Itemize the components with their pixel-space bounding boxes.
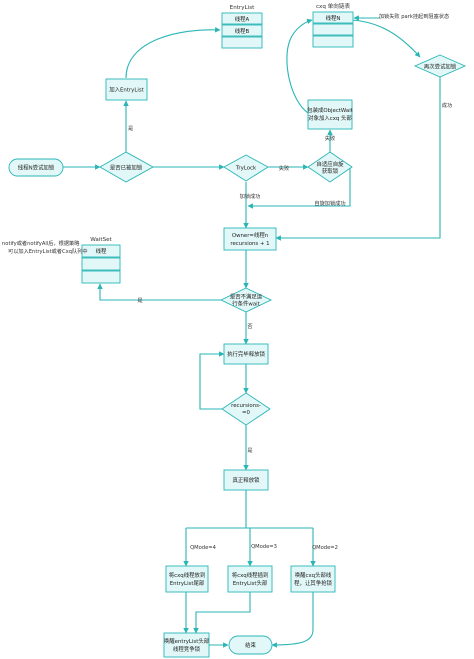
node-end-label: 结束 xyxy=(245,641,256,649)
label-no-1: 否 xyxy=(247,323,252,330)
label-lock-success: 加锁成功 xyxy=(240,192,261,200)
waitset-group: WaitSet 线程 xyxy=(81,237,121,284)
edge-qm2-to-end xyxy=(271,592,314,648)
entrylist-item-1-label: 线程B xyxy=(235,27,250,35)
node-park-retry xyxy=(413,54,467,78)
node-unmet xyxy=(219,287,273,313)
label-spin-success: 自旋加锁成功 xyxy=(314,199,345,207)
node-wrap xyxy=(307,99,353,130)
node-real-release xyxy=(223,469,269,491)
node-qmode3-label-1: EntryList头部 xyxy=(233,579,268,587)
label-fail-1: 失败 xyxy=(279,164,289,172)
entrylist-item-1 xyxy=(221,24,263,37)
waitset-title: WaitSet xyxy=(90,237,112,243)
node-start-label: 线程N尝试加锁 xyxy=(18,164,55,172)
edge-retry-to-owner xyxy=(275,75,441,241)
node-qmode4-label-1: EntryList尾部 xyxy=(170,579,205,587)
node-owner xyxy=(223,227,277,251)
label-park-fail: 加锁失败 park挂起到阻塞状态 xyxy=(379,12,449,20)
node-qmode4-label-0: 将cxq线程放到 xyxy=(169,571,206,579)
entrylist-item-0-label: 线程A xyxy=(235,15,250,23)
node-exec-release-label: 执行完毕释放锁 xyxy=(227,350,265,358)
node-spin-label-1: 获取锁 xyxy=(322,167,339,175)
node-recursions-label-1: =0 xyxy=(242,410,251,416)
waitset-item-2 xyxy=(81,270,121,284)
entrylist-group: EntryList 线程A 线程B xyxy=(221,5,263,49)
label-yes-2: 是 xyxy=(137,297,142,304)
node-qmode2 xyxy=(290,565,336,593)
node-has-lock xyxy=(99,151,154,183)
edge-recursions-loop xyxy=(199,351,225,410)
edge-qm3-to-wake xyxy=(193,592,251,634)
label-qm3: QMode=3 xyxy=(251,544,277,550)
node-owner-label-0: Owner=线程n xyxy=(232,231,268,239)
cxq-title: cxq 单向链表 xyxy=(316,2,350,10)
edge-cxq-to-retry xyxy=(351,19,421,58)
label-success: 成功 xyxy=(442,101,452,109)
waitset-item-0-label: 线程 xyxy=(96,247,107,255)
node-qmode2-label-1: 程，让其争抢锁 xyxy=(294,579,332,587)
node-unmet-label-0: 是否不满足运 xyxy=(230,293,263,301)
node-recursions xyxy=(221,392,271,426)
label-qm2: QMode=2 xyxy=(312,545,338,551)
node-exec-release xyxy=(223,343,269,365)
node-qmode4 xyxy=(165,565,209,593)
node-qmode3 xyxy=(227,565,273,593)
edge-labels: 是 失败 失败 加锁成功 自旋加锁成功 加锁失败 park挂起到阻塞状态 成功 … xyxy=(2,12,452,551)
label-yes-3: 是 xyxy=(247,447,252,454)
cxq-item-1 xyxy=(312,23,354,36)
entrylist-title: EntryList xyxy=(230,5,255,11)
node-end xyxy=(228,635,273,655)
node-trylock xyxy=(223,154,269,182)
node-unmet-label-1: 行条件wait xyxy=(232,300,260,308)
node-trylock-label: TryLock xyxy=(235,166,257,172)
label-notify-1: 可以加入EntryList或者Cxq队列中 xyxy=(8,247,88,255)
waitset-item-1 xyxy=(81,257,121,271)
edge-join-to-entrylist xyxy=(125,27,221,79)
waitset-item-0 xyxy=(81,244,121,258)
node-wrap-label-1: 对象加入cxq 头部 xyxy=(308,114,352,122)
node-wrap-label-0: 包装成ObjectWait xyxy=(307,106,353,114)
cxq-item-0-label: 线程N xyxy=(326,14,341,22)
node-wake-entry xyxy=(163,632,210,658)
label-notify-0: notify或者notifyAll后，根据策略 xyxy=(2,239,80,247)
node-join-entry xyxy=(105,78,148,101)
node-spin xyxy=(307,151,353,183)
node-park-retry-label: 再次尝试加锁 xyxy=(424,63,457,71)
cxq-item-2 xyxy=(312,35,354,48)
edge-wrap-to-cxq xyxy=(286,18,313,114)
entrylist-item-0 xyxy=(221,12,263,25)
edges xyxy=(63,15,441,648)
node-join-entry-label: 加入EntryList xyxy=(109,86,144,94)
node-start xyxy=(8,158,64,177)
node-owner-label-1: recursions + 1 xyxy=(230,241,269,247)
node-real-release-label: 真正释放锁 xyxy=(233,476,261,484)
node-wake-entry-label-1: 线程竞争锁 xyxy=(173,645,201,653)
label-qm4: QMode=4 xyxy=(190,545,217,551)
node-recursions-label-0: recursions- xyxy=(231,403,261,409)
label-fail-2: 失败 xyxy=(325,134,335,142)
cxq-group: cxq 单向链表 线程N xyxy=(312,2,354,48)
label-yes-1: 是 xyxy=(128,125,133,132)
cxq-item-0 xyxy=(312,11,354,24)
edge-unmet-to-waitset xyxy=(97,283,223,301)
node-qmode2-label-0: 唤醒cxq头部线 xyxy=(295,571,332,579)
entrylist-item-2 xyxy=(221,36,263,49)
node-wake-entry-label-0: 唤醒entryList头部 xyxy=(164,637,210,645)
node-has-lock-label: 是否已被加锁 xyxy=(110,164,143,172)
edge-spin-to-owner xyxy=(247,167,351,209)
node-qmode3-label-0: 将cxq线程插到 xyxy=(232,571,269,579)
node-spin-label-0: 自适应自旋 xyxy=(317,160,345,168)
